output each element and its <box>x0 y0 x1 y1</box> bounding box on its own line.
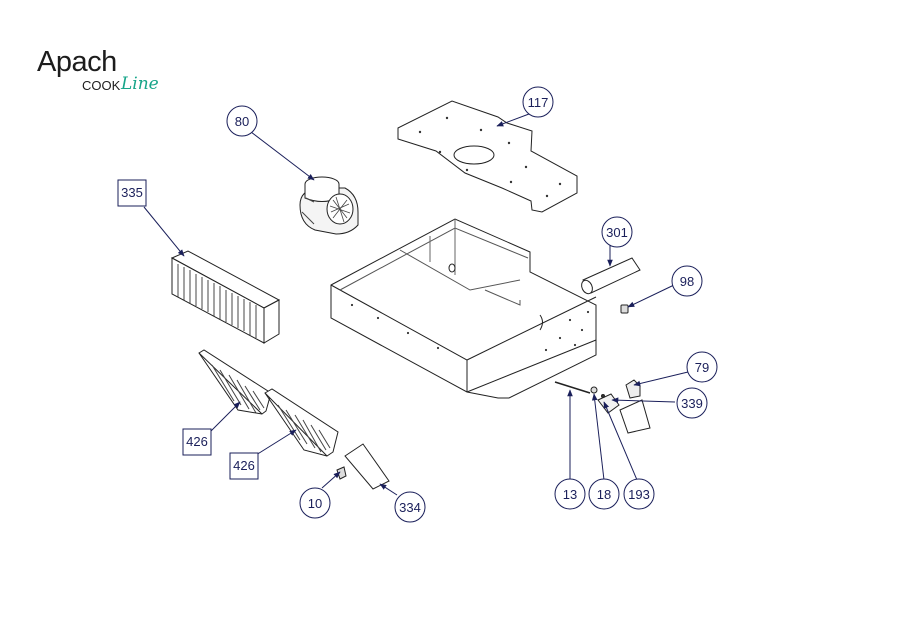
callout-193: 193 <box>623 478 655 510</box>
callout-335-label: 335 <box>121 185 143 200</box>
callout-334: 334 <box>394 491 426 523</box>
callout-18: 18 <box>588 478 620 510</box>
callout-79: 79 <box>686 351 718 383</box>
callout-10: 10 <box>299 487 331 519</box>
callout-426-a: 426 <box>182 428 212 456</box>
part-blower-fan <box>299 176 359 235</box>
callout-98: 98 <box>671 265 703 297</box>
callout-13-label: 13 <box>563 487 577 502</box>
callout-98-label: 98 <box>680 274 694 289</box>
part-tube <box>581 257 641 295</box>
part-hood-body <box>330 218 597 399</box>
callout-339: 339 <box>676 387 708 419</box>
callout-10-label: 10 <box>308 496 322 511</box>
leader-lines <box>143 113 689 496</box>
part-screw-98 <box>620 304 629 314</box>
callout-193-label: 193 <box>628 487 650 502</box>
brand-name: Apach <box>37 46 117 78</box>
callout-18-label: 18 <box>597 487 611 502</box>
callout-426-b-label: 426 <box>233 458 255 473</box>
callout-335: 335 <box>117 179 147 207</box>
callout-80: 80 <box>226 105 258 137</box>
callout-117: 117 <box>522 86 554 118</box>
callout-301-label: 301 <box>606 225 628 240</box>
brand-line-word: COOK <box>82 78 121 93</box>
part-top-cover-plate <box>397 100 578 213</box>
part-baffle-filter-1 <box>198 349 272 415</box>
callout-339-label: 339 <box>681 396 703 411</box>
brand-line-script: Line <box>121 74 159 94</box>
callout-426-a-label: 426 <box>186 434 208 449</box>
callout-117-label: 117 <box>528 95 549 110</box>
part-panel-334 <box>344 443 390 490</box>
callout-markers: 117 80 335 301 98 79 <box>117 86 718 523</box>
part-baffle-filter-2 <box>264 388 339 457</box>
callout-301: 301 <box>601 216 633 248</box>
part-electrical-cluster <box>554 379 651 434</box>
callout-426-b: 426 <box>229 452 259 480</box>
part-filter-box <box>170 250 281 344</box>
callout-80-label: 80 <box>235 114 249 129</box>
callout-334-label: 334 <box>399 500 421 515</box>
callout-13: 13 <box>554 478 586 510</box>
callout-79-label: 79 <box>695 360 709 375</box>
